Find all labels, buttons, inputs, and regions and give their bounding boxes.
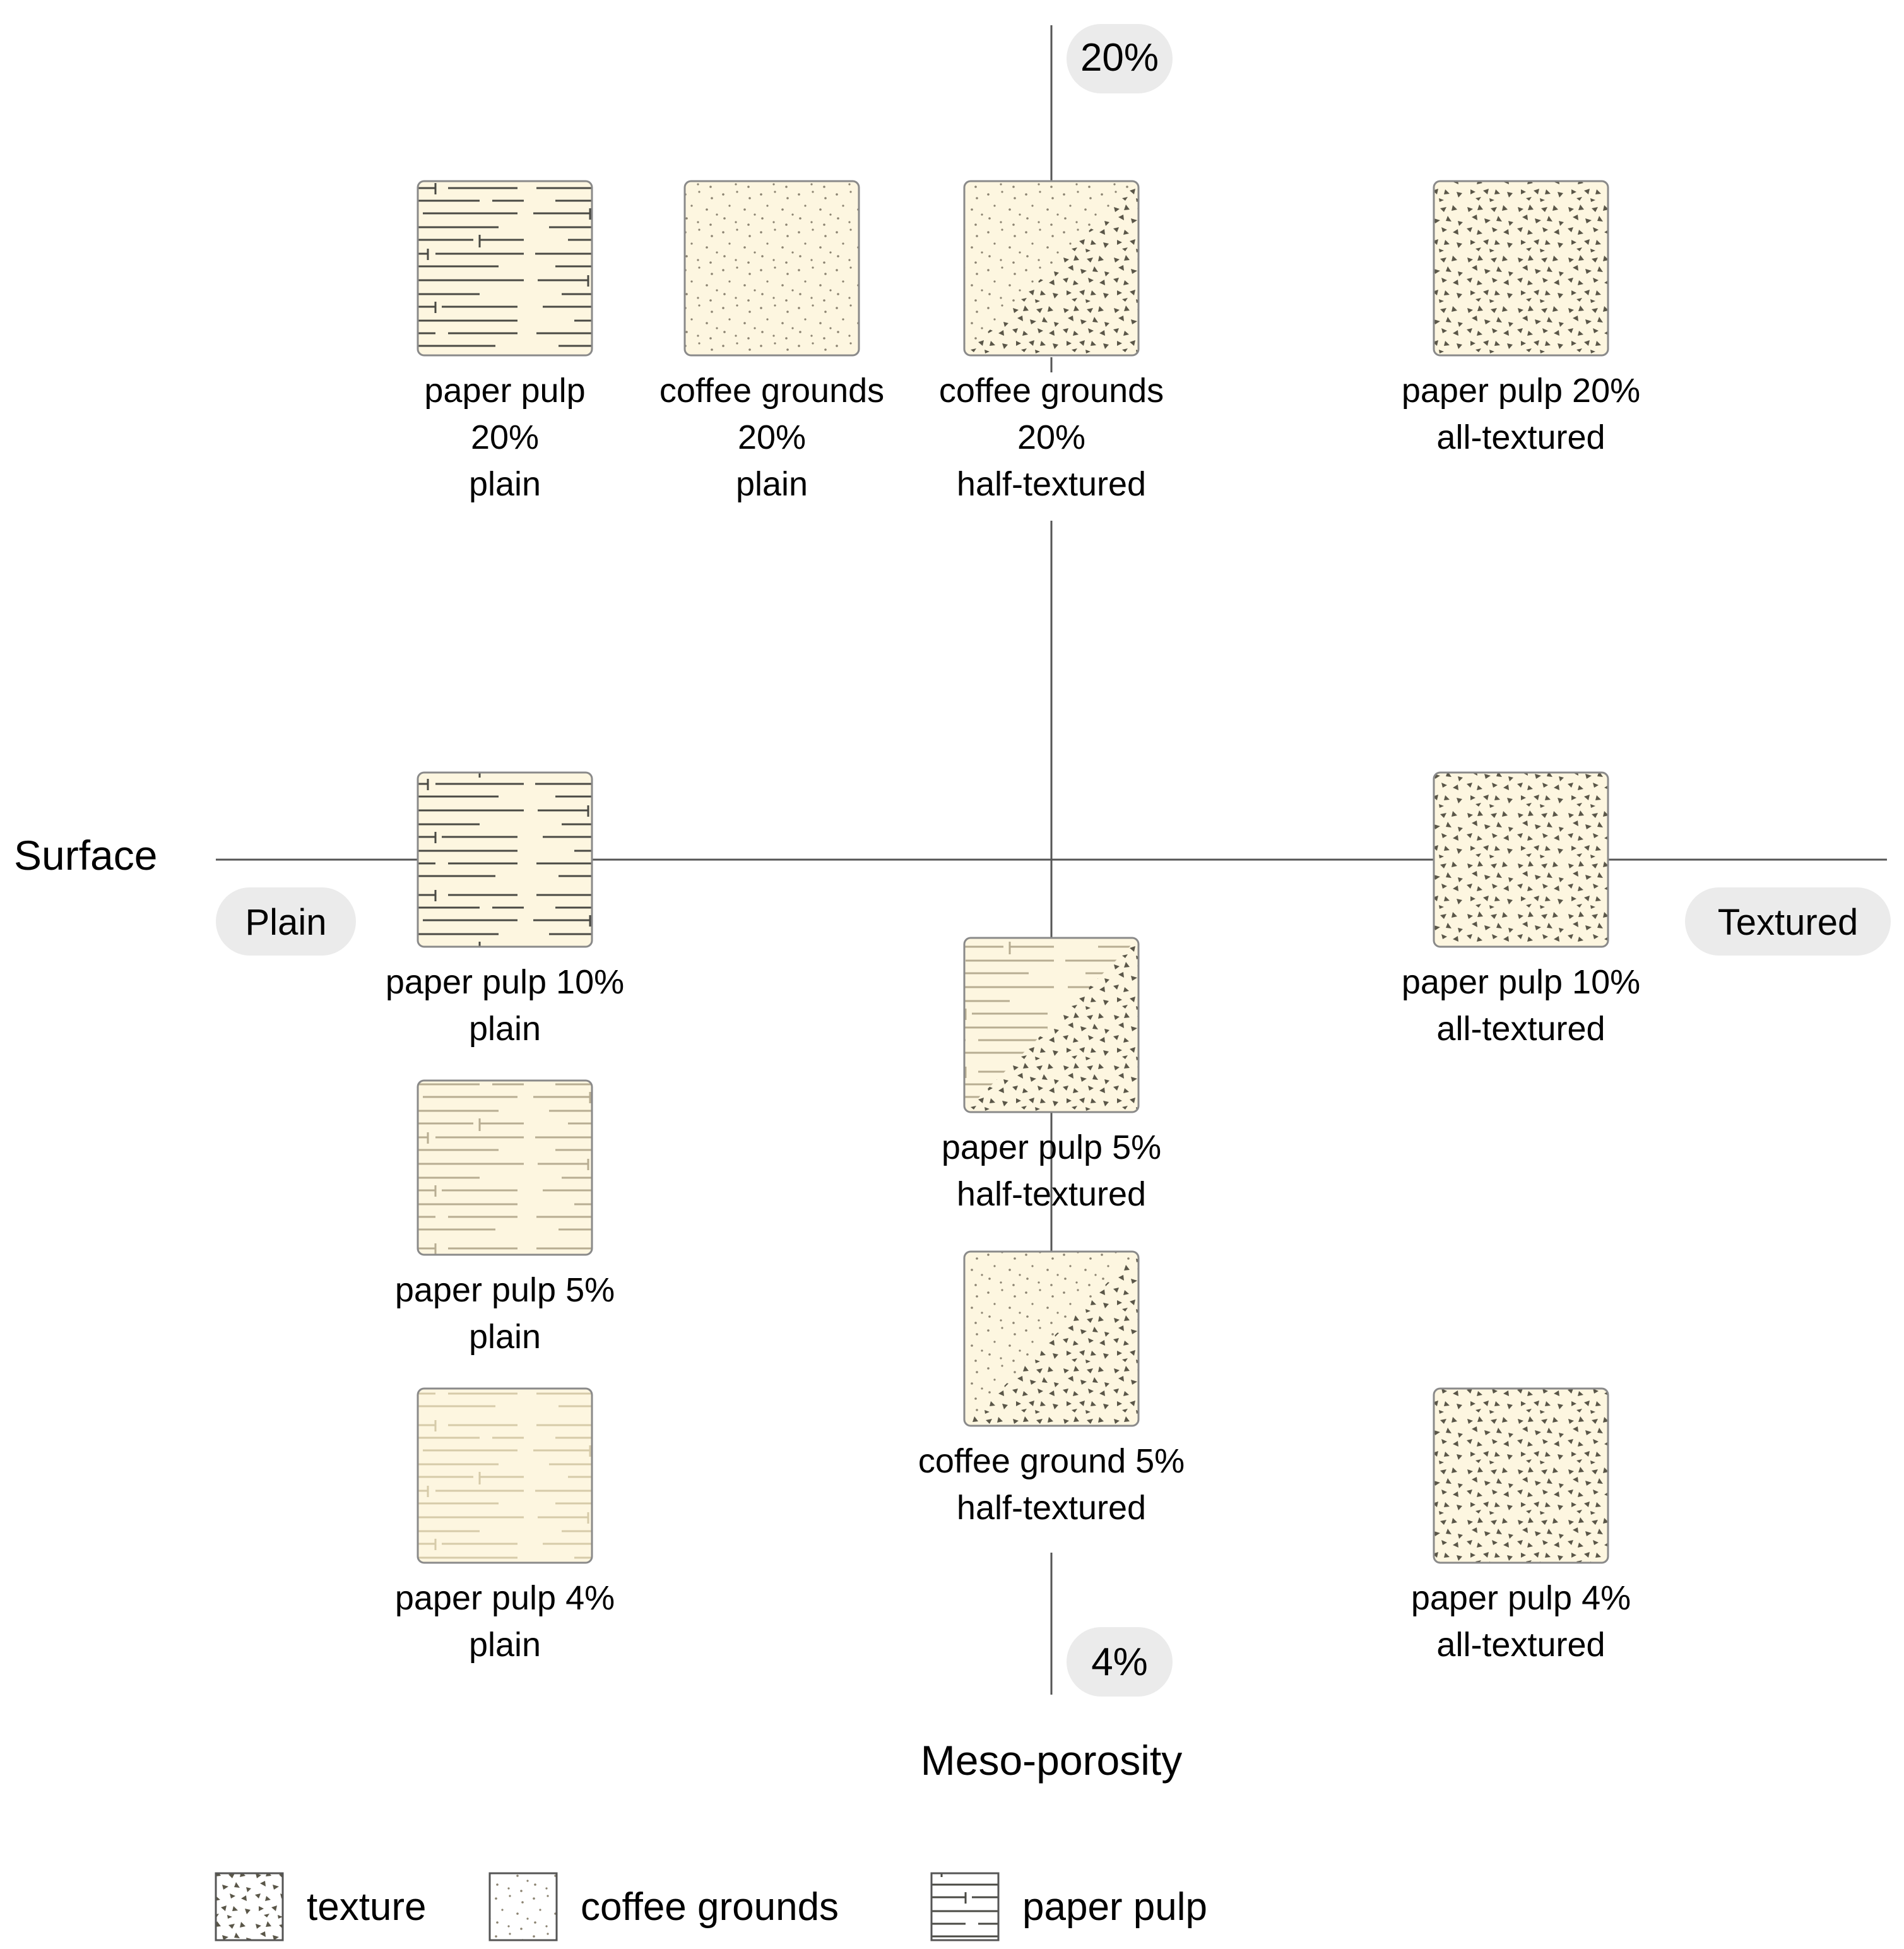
legend-item-texture: texture: [215, 1872, 427, 1941]
tile-border: [683, 180, 860, 357]
sample-tile-pp20-all: paper pulp 20% all-textured: [1402, 180, 1640, 456]
legend-swatch: [488, 1872, 558, 1941]
texture-half: [964, 938, 1138, 1112]
tile-border: [417, 1079, 593, 1256]
axis-top-label: 20%: [1080, 36, 1159, 80]
sample-label-line: coffee grounds: [659, 372, 884, 410]
sample-label-line: paper pulp 10%: [386, 963, 624, 1001]
legend-item-coffee: coffee grounds: [488, 1872, 839, 1941]
texture-fill: [1434, 773, 1608, 947]
material-fill: [418, 773, 592, 947]
vertical-axis-title: Meso-porosity: [921, 1737, 1182, 1784]
axis-left-pill: [216, 887, 356, 956]
sample-label-line: plain: [469, 1318, 541, 1356]
material-fill: [418, 1389, 592, 1563]
sample-tile-pp10-all: paper pulp 10% all-textured: [1402, 771, 1640, 1048]
tile-border: [963, 1250, 1140, 1427]
tile-border: [417, 771, 593, 948]
sample-label-line: paper pulp 4%: [1411, 1579, 1631, 1617]
tile-border: [417, 180, 593, 357]
tile-border: [963, 180, 1140, 357]
axis-bottom-label: 4%: [1091, 1640, 1148, 1684]
sample-label-line: paper pulp 5%: [942, 1129, 1161, 1166]
sample-label-line: plain: [469, 1626, 541, 1664]
legend-item-pulp: paper pulp: [930, 1872, 1207, 1941]
sample-label-line: 20%: [738, 418, 806, 456]
tile-border: [1433, 180, 1609, 357]
sample-label-line: half-textured: [957, 1489, 1146, 1527]
tile-border: [1433, 1387, 1609, 1564]
sample-tile-cg20-plain: coffee grounds 20% plain: [659, 180, 884, 503]
sample-label-line: 20%: [471, 418, 539, 456]
legend-label: coffee grounds: [581, 1885, 839, 1929]
sample-label-line: half-textured: [957, 1175, 1146, 1213]
axis-right-pill: [1685, 887, 1891, 956]
samples-layer: paper pulp 20% plain coffee grounds 20% plain…: [386, 180, 1640, 1664]
texture-fill: [1434, 1389, 1608, 1563]
legend-label: paper pulp: [1022, 1885, 1207, 1929]
texture-fill: [1434, 181, 1608, 355]
sample-label-line: coffee grounds: [939, 372, 1164, 410]
sample-label-line: coffee ground 5%: [918, 1442, 1185, 1480]
sample-label-line: paper pulp 20%: [1402, 372, 1640, 410]
sample-tile-pp20-plain: paper pulp 20% plain: [417, 180, 593, 503]
sample-label-line: paper pulp: [424, 372, 585, 410]
sample-label-line: all-textured: [1436, 1626, 1605, 1664]
sample-label-line: all-textured: [1436, 1010, 1605, 1048]
sample-label-line: plain: [469, 1010, 541, 1048]
material-fill: [418, 1081, 592, 1255]
legend-label: texture: [307, 1885, 427, 1929]
legend: texture coffee grounds paper pulp: [215, 1872, 1207, 1941]
sample-label-line: 20%: [1017, 418, 1085, 456]
sample-tile-cg20-half: coffee grounds 20% half-textured: [939, 180, 1164, 503]
tile-border: [963, 937, 1140, 1113]
tile-border: [1433, 771, 1609, 948]
sample-tile-pp4-plain: paper pulp 4% plain: [395, 1387, 615, 1664]
sample-label-line: paper pulp 10%: [1402, 963, 1640, 1001]
sample-label-line: plain: [469, 465, 541, 503]
sample-tile-pp5-half: paper pulp 5% half-textured: [942, 937, 1161, 1213]
legend-swatch: [215, 1872, 284, 1941]
sample-tile-pp4-all: paper pulp 4% all-textured: [1411, 1387, 1631, 1664]
sample-tile-cg5-half: coffee ground 5% half-textured: [918, 1250, 1185, 1527]
horizontal-axis-title: Surface: [14, 832, 157, 879]
sample-label-line: paper pulp 4%: [395, 1579, 615, 1617]
texture-half: [964, 1252, 1138, 1426]
axis-right-label: Textured: [1718, 902, 1858, 943]
sample-label-line: half-textured: [957, 465, 1146, 503]
sample-tile-pp10-plain: paper pulp 10% plain: [386, 771, 624, 1048]
material-fill: [685, 181, 859, 355]
sample-tile-pp5-plain: paper pulp 5% plain: [395, 1079, 615, 1356]
tile-border: [417, 1387, 593, 1564]
sample-label-line: all-textured: [1436, 418, 1605, 456]
material-fill: [418, 181, 592, 355]
texture-half: [964, 181, 1138, 355]
sample-label-line: plain: [736, 465, 808, 503]
axis-bottom-pill: [1067, 1627, 1173, 1697]
sample-label-line: paper pulp 5%: [395, 1271, 615, 1309]
axis-left-label: Plain: [245, 902, 327, 943]
axis-top-pill: [1067, 24, 1173, 93]
legend-swatch: [930, 1872, 1000, 1941]
